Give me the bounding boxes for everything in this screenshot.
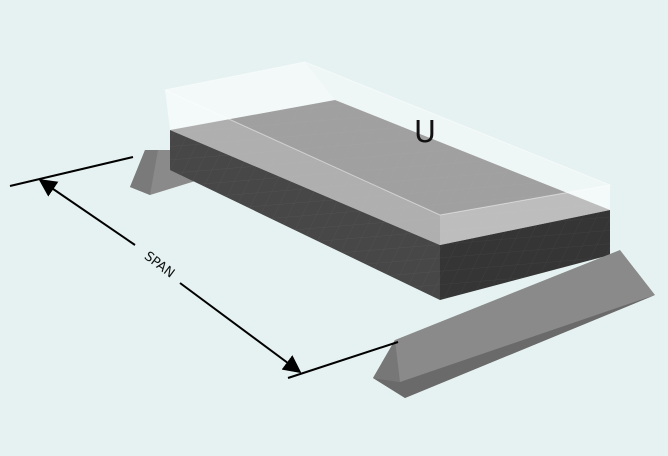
span-label: SPAN <box>141 249 177 281</box>
right-support <box>373 250 655 398</box>
extension-line-left <box>9 156 134 187</box>
dimension-line-lower <box>179 282 302 374</box>
extension-line-right <box>287 341 399 379</box>
load-volume <box>163 61 612 245</box>
dimension-line-upper <box>38 178 136 246</box>
load-label: U <box>414 115 436 150</box>
